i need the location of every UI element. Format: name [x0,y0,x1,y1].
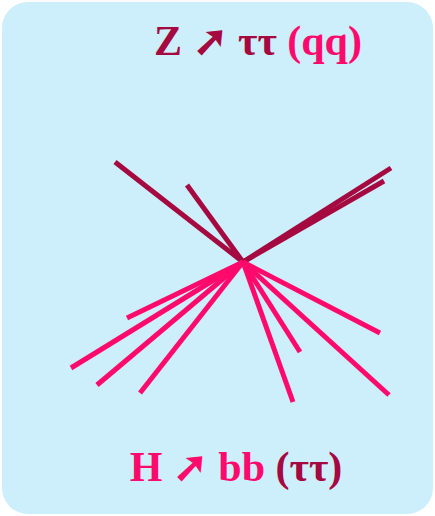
decay-label: (ττ) [276,444,343,490]
higgs-decay-tracks [71,262,389,402]
spacer [277,18,288,64]
decay-label-row: Z ➚ ττ (qq) [154,18,362,64]
decay-label: Z ➚ ττ [154,18,277,64]
z-decay-tracks [115,162,391,262]
decay-label: H ➚ bb [130,444,265,490]
decay-label-row: H ➚ bb (ττ) [130,444,343,490]
decay-label: (qq) [287,18,362,64]
spacer [265,444,276,490]
